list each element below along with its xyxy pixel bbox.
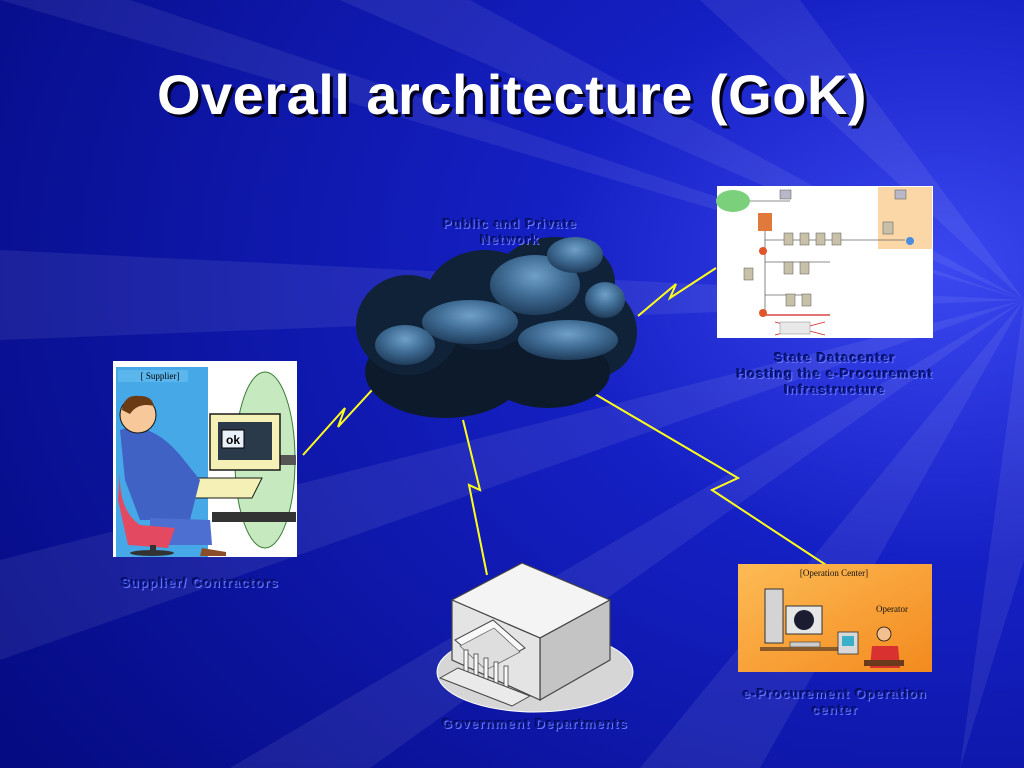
person-at-computer-icon: ok [ Supplier] bbox=[113, 361, 297, 557]
supplier-caption: Supplier/ Contractors bbox=[120, 575, 280, 590]
government-building-icon bbox=[436, 562, 634, 713]
network-topology-diagram-icon bbox=[716, 186, 933, 338]
datacenter-caption-line3: Infrastructure bbox=[784, 382, 886, 397]
datacenter-caption-line1: State Datacenter bbox=[774, 350, 896, 365]
datacenter-caption: State Datacenter Hosting the e-Procureme… bbox=[700, 350, 970, 398]
supplier-panel-label: [ Supplier] bbox=[141, 371, 180, 381]
network-label-line1: Public and Private bbox=[442, 216, 578, 231]
operator-label: Operator bbox=[876, 604, 908, 614]
operation-caption-line1: e-Procurement Operation bbox=[742, 686, 928, 701]
bolt-network-datacenter bbox=[637, 267, 717, 317]
operator-workstation-icon: [Operation Center] Operator bbox=[738, 564, 932, 672]
network-label: Public and Private Network bbox=[400, 216, 620, 248]
bolt-network-operation bbox=[587, 389, 827, 566]
operation-caption-line2: center bbox=[811, 702, 859, 717]
bolt-network-government bbox=[462, 419, 488, 576]
storm-cloud-icon bbox=[356, 237, 637, 418]
network-label-line2: Network bbox=[480, 232, 540, 247]
datacenter-caption-line2: Hosting the e-Procurement bbox=[736, 366, 934, 381]
bolt-supplier-network bbox=[302, 376, 385, 456]
connection-bolts bbox=[302, 267, 827, 576]
government-caption: Government Departments bbox=[441, 716, 629, 731]
slide-title: Overall architecture (GoK) bbox=[156, 63, 868, 126]
operation-panel-label: [Operation Center] bbox=[800, 568, 868, 578]
screen-ok-text: ok bbox=[226, 433, 240, 447]
operation-caption: e-Procurement Operation center bbox=[715, 686, 955, 718]
